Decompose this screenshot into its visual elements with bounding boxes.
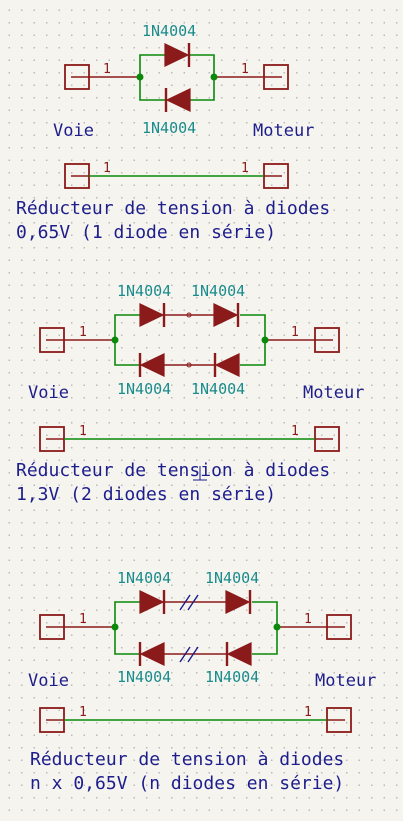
label-moteur: Moteur (253, 121, 314, 141)
pin-number-left: 1 (79, 325, 87, 340)
diode-part-ref: 1N4004 (205, 569, 259, 587)
circuit-3-n-diodes: 1 1 1N4004 1N4004 1N4 (28, 569, 376, 794)
diode-part-ref: 1N4004 (205, 668, 259, 686)
label-moteur: Moteur (303, 383, 364, 403)
diode-symbol-forward (139, 303, 165, 327)
pin-number-right: 1 (241, 62, 249, 77)
series-break-mark (187, 594, 199, 611)
series-break-mark (179, 646, 191, 663)
diode-part-ref: 1N4004 (191, 380, 245, 398)
diode-bottom (164, 88, 191, 112)
diode-part-ref: 1N4004 (142, 22, 196, 40)
pin-number-left: 1 (103, 161, 111, 176)
junction-dot (111, 623, 119, 631)
diode-part-ref: 1N4004 (191, 282, 245, 300)
diode-top-2 (213, 303, 240, 327)
pin-number-left: 1 (79, 612, 87, 627)
diode-symbol-reverse (226, 642, 252, 666)
pin-number-right: 1 (291, 424, 299, 439)
diode-part-ref: 1N4004 (117, 380, 171, 398)
label-voie: Voie (53, 121, 94, 141)
diode-top (164, 43, 191, 67)
circuit-1-single-diode: 1 1 1N4004 1N4004 Voie Moteur 1 1 Réduct… (16, 22, 330, 243)
series-break-mark (187, 646, 199, 663)
diode-symbol-forward (139, 590, 165, 614)
description-line-2: n x 0,65V (n diodes en série) (30, 773, 344, 794)
wire (252, 627, 278, 655)
description-line-1: Réducteur de tension à diodes (30, 749, 344, 770)
diode-top-2 (225, 590, 252, 614)
wire (114, 627, 140, 655)
wire (190, 77, 215, 101)
diode-symbol-reverse (214, 353, 240, 377)
description-line-2: 1,3V (2 diodes en série) (16, 484, 276, 505)
diode-symbol-forward (213, 303, 239, 327)
wire (252, 601, 278, 627)
diode-part-ref: 1N4004 (142, 119, 196, 137)
junction-dot (136, 73, 144, 81)
diode-bottom-1 (138, 642, 165, 666)
wire (139, 77, 165, 101)
wire (139, 54, 165, 77)
series-break-mark (179, 594, 191, 611)
wire (114, 601, 140, 627)
pin-number-left: 1 (79, 705, 87, 720)
pin-number-right: 1 (304, 705, 312, 720)
diode-part-ref: 1N4004 (117, 282, 171, 300)
junction-dot (261, 336, 269, 344)
label-moteur: Moteur (315, 671, 376, 691)
diode-bottom-1 (138, 353, 165, 377)
label-voie: Voie (28, 383, 69, 403)
junction-dot (210, 73, 218, 81)
junction-dot (111, 336, 119, 344)
pin-number-right: 1 (304, 612, 312, 627)
description-line-1: Réducteur de tension à diodes (16, 198, 330, 219)
junction-dot (273, 623, 281, 631)
description-line-1: Réducteur de tension à diodes (16, 460, 330, 481)
diode-symbol-reverse (139, 353, 165, 377)
pin-number-right: 1 (241, 161, 249, 176)
diode-part-ref: 1N4004 (117, 569, 171, 587)
wire (190, 54, 215, 77)
diode-top-1 (139, 590, 166, 614)
diode-symbol-forward (225, 590, 251, 614)
diode-bottom-2 (225, 642, 252, 666)
diode-symbol-reverse (165, 88, 191, 112)
diode-part-ref: 1N4004 (117, 668, 171, 686)
circuit-2-two-diodes: 1 1 1N4004 1N4004 1N4004 1N4004 (16, 282, 364, 505)
pin-number-left: 1 (103, 62, 111, 77)
diode-symbol-reverse (139, 642, 165, 666)
description-line-2: 0,65V (1 diode en série) (16, 222, 276, 243)
pin-endpoint (186, 362, 192, 368)
pin-endpoint (186, 312, 192, 318)
wire (114, 340, 140, 366)
wire (240, 314, 266, 340)
wire (240, 340, 266, 366)
diode-symbol-forward (164, 43, 190, 67)
wire (114, 314, 140, 340)
pin-number-left: 1 (79, 424, 87, 439)
diode-bottom-2 (213, 353, 240, 377)
label-voie: Voie (28, 671, 69, 691)
pin-number-right: 1 (291, 325, 299, 340)
diode-top-1 (139, 303, 166, 327)
